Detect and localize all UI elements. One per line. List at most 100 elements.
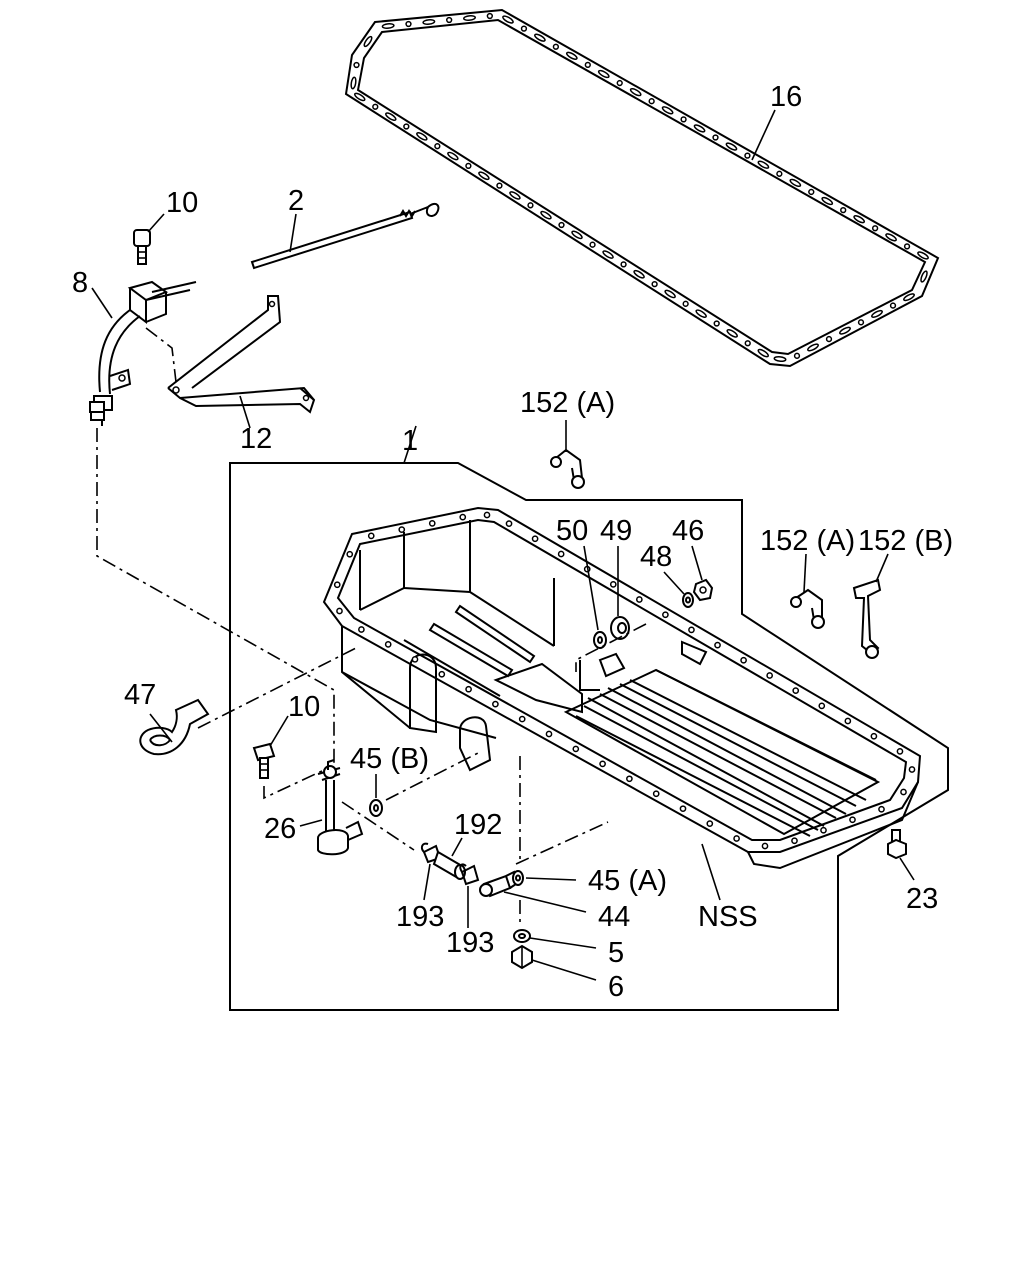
bracket-12[interactable] <box>167 295 316 414</box>
bolt-hole <box>565 51 578 60</box>
callout-10-mid: 10 <box>288 691 320 723</box>
clip-152b[interactable] <box>852 578 882 659</box>
bolt-hole <box>354 92 366 102</box>
bolt-hole <box>878 805 885 813</box>
callout-192: 192 <box>454 809 502 841</box>
callout-49: 49 <box>600 515 632 547</box>
bolt-hole <box>840 206 847 214</box>
callout-152b: 152 (B) <box>858 525 953 557</box>
bolt-hole <box>712 134 719 141</box>
bolt-10-top[interactable] <box>133 229 151 265</box>
drain-plug-6[interactable] <box>511 944 533 970</box>
elbow-44[interactable] <box>479 870 518 898</box>
assembly-line <box>96 428 335 770</box>
leader-192 <box>451 837 463 857</box>
bolt-hole <box>626 775 633 783</box>
bolt-hole <box>620 261 627 268</box>
bolt-hole <box>725 142 738 151</box>
bolt-hole <box>825 335 833 343</box>
bolt-hole <box>616 79 623 87</box>
bolt-hole <box>446 16 453 24</box>
bolt-hole <box>820 826 827 834</box>
callout-152a-top: 152 (A) <box>520 387 615 419</box>
bolt-hole <box>358 626 365 633</box>
bolt-hole <box>422 19 436 25</box>
callout-12: 12 <box>240 423 272 455</box>
bolt-hole <box>557 550 565 558</box>
assembly-line <box>263 769 325 800</box>
washer-5[interactable] <box>513 929 531 943</box>
leader-152a-right <box>803 553 807 593</box>
bolt-hole <box>726 329 738 338</box>
bolt-hole <box>714 641 721 649</box>
callout-47: 47 <box>124 679 156 711</box>
bolt-hole <box>773 356 787 362</box>
leader-46 <box>691 545 703 581</box>
bolt-hole <box>584 61 591 69</box>
bolt-hole <box>648 98 655 105</box>
callout-46: 46 <box>672 515 704 547</box>
bolt-hole <box>652 790 660 798</box>
leader-16 <box>751 109 776 161</box>
bolt-hole <box>416 131 428 141</box>
bolt-hole <box>496 182 503 189</box>
bolt-hole <box>403 123 410 130</box>
callout-1: 1 <box>402 425 418 457</box>
bolt-hole <box>651 280 658 288</box>
leader-26 <box>299 819 323 827</box>
washer-50[interactable] <box>593 631 607 649</box>
oil-pan-nss[interactable] <box>322 506 922 870</box>
assembly-line <box>575 623 647 672</box>
bolt-hole <box>520 25 528 32</box>
gasket-16[interactable] <box>344 8 940 368</box>
bolt-hole <box>434 143 441 150</box>
bolt-hole <box>558 221 565 229</box>
bolt-hole <box>688 626 695 634</box>
bolt-hole <box>761 842 769 850</box>
bolt-hole <box>602 250 614 259</box>
clamp-193-right[interactable] <box>459 863 480 886</box>
bolt-hole <box>807 343 819 352</box>
washer-45a[interactable] <box>512 870 524 886</box>
bolt-hole <box>534 33 546 42</box>
pipe-26[interactable] <box>317 759 364 856</box>
bolt-hole <box>818 702 826 710</box>
washer-48[interactable] <box>682 592 694 608</box>
callout-48: 48 <box>640 541 672 573</box>
bolt-hole <box>540 210 552 220</box>
assembly-line <box>197 647 357 729</box>
bolt-hole <box>849 816 856 824</box>
assembly-line <box>515 756 609 865</box>
callout-193-left: 193 <box>396 901 444 933</box>
clip-152a-top[interactable] <box>550 448 585 489</box>
bolt-hole <box>398 526 406 533</box>
bolt-hole <box>346 550 354 558</box>
washer-45b[interactable] <box>369 799 383 817</box>
bolt-hole <box>572 745 580 753</box>
dipstick-2[interactable] <box>250 203 440 270</box>
callout-23: 23 <box>906 883 938 915</box>
bolt-hole <box>908 766 916 773</box>
bolt-hole <box>713 320 720 327</box>
nut-49[interactable] <box>610 616 630 640</box>
leader-48 <box>663 571 685 595</box>
bolt-hole <box>889 302 897 309</box>
bolt-hole <box>839 326 851 335</box>
leader-45a <box>525 877 577 881</box>
bolt-hole <box>679 805 687 813</box>
clip-152a-right[interactable] <box>790 588 825 629</box>
bolt-10-mid[interactable] <box>252 742 276 779</box>
leader-23 <box>899 857 915 881</box>
bolt-hole <box>486 12 493 20</box>
bolt-hole <box>664 289 676 299</box>
bolt-hole <box>552 43 560 50</box>
bolt-hole <box>428 520 436 527</box>
bolt-23[interactable] <box>887 829 907 860</box>
bolt-hole <box>405 20 412 28</box>
bolt-hole <box>900 788 907 796</box>
nut-46[interactable] <box>692 578 714 602</box>
bolt-hole <box>336 607 343 615</box>
guide-tube-8[interactable] <box>89 280 197 426</box>
bolt-hole <box>447 151 459 161</box>
